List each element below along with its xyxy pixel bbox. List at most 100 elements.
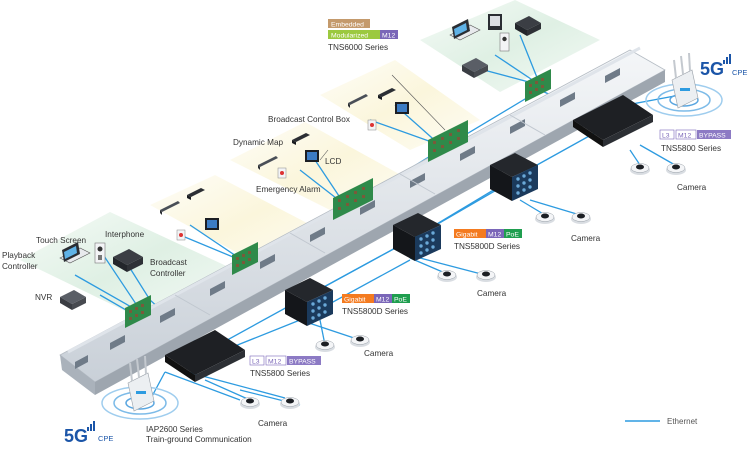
broadcast-controller-label-1: Broadcast	[150, 258, 188, 267]
dome-camera-icon	[535, 212, 555, 224]
cpe-text-left: CPE	[98, 434, 113, 443]
module-1	[125, 295, 151, 328]
dynamic-map-5	[348, 94, 368, 108]
emergency-alarm-label: Emergency Alarm	[256, 185, 321, 194]
switch-tns5800-right	[573, 95, 653, 147]
cab-nvr-right	[462, 58, 488, 78]
tag-m12-2: M12	[488, 232, 501, 239]
camera-label-4: Camera	[364, 349, 394, 358]
switch-tns5800d-1	[285, 278, 333, 326]
module-5	[525, 69, 551, 102]
5g-cpe-badge-right: 5G CPE	[700, 54, 747, 79]
interphone-label: Interphone	[105, 230, 145, 239]
camera-label-5: Camera	[258, 419, 288, 428]
lcd-2	[305, 150, 319, 162]
cab-zone-right	[420, 0, 600, 92]
tag-bypass-1: BYPASS	[699, 133, 726, 140]
camera-label-2: Camera	[571, 234, 601, 243]
dynamic-map-4	[292, 133, 310, 145]
tag-m12-1: M12	[382, 33, 395, 40]
camera-label-1: Camera	[677, 183, 707, 192]
tag-poe-bg-2	[392, 294, 410, 303]
alarm-3	[367, 119, 377, 131]
tag-m12-bg-3	[374, 294, 392, 303]
cab-interphone-right	[499, 32, 510, 52]
5g-cpe-badge-left: 5G CPE	[64, 421, 113, 446]
legend-ethernet-label: Ethernet	[667, 417, 698, 426]
cab-controller-right	[515, 16, 541, 36]
interphone-device	[94, 242, 106, 264]
playback-controller-label-1: Playback	[2, 251, 36, 260]
tag-l3-bg-1	[659, 129, 675, 140]
switch-tns5800-left	[165, 330, 245, 382]
dome-camera-icon	[315, 340, 335, 352]
module-4	[428, 120, 468, 162]
dome-camera-icon	[571, 212, 591, 224]
tns5800d-series-label-1: TNS5800D Series	[454, 242, 520, 251]
tag-m12-bg-1	[380, 30, 398, 39]
cpe-router-left	[101, 355, 179, 420]
leader-lines	[319, 74, 446, 161]
passenger-equipment	[160, 88, 409, 241]
tag-l3-2: L3	[252, 359, 260, 366]
tag-modularized-bg	[328, 30, 380, 39]
switches	[165, 95, 653, 382]
cab-equipment	[59, 14, 541, 310]
camera-label-3: Camera	[477, 289, 507, 298]
broadcast-box	[378, 88, 396, 100]
dome-camera-icon	[666, 163, 686, 175]
switch-tns5800d-3	[490, 153, 538, 201]
5g-text-right: 5G	[700, 59, 724, 79]
tag-embedded-bg	[328, 19, 370, 28]
dome-camera-icon	[280, 397, 300, 409]
tag-poe-1: PoE	[506, 232, 519, 239]
tag-gigabit-1: Gigabit	[456, 232, 478, 239]
tag-modularized: Modularized	[331, 33, 368, 40]
switch-tns5800d-2	[393, 213, 441, 261]
tag-bypass-bg-2	[287, 356, 321, 365]
tag-gigabit-2: Gigabit	[344, 297, 366, 304]
legend: Ethernet	[625, 417, 698, 426]
tag-m12-bg-4	[675, 129, 697, 140]
5g-text-left: 5G	[64, 426, 88, 446]
module-3	[333, 178, 373, 220]
dynamic-map-1	[160, 201, 180, 215]
tag-bypass-2: BYPASS	[289, 359, 316, 366]
tag-m12-5: M12	[268, 359, 281, 366]
embedded-modules	[125, 69, 551, 328]
tag-gigabit-bg-2	[342, 294, 374, 303]
cpe-router-right	[645, 52, 723, 117]
dome-camera-icon	[630, 163, 650, 175]
module-2	[232, 242, 258, 275]
lcd-1	[205, 218, 219, 230]
touch-screen-label: Touch Screen	[36, 236, 87, 245]
tag-poe-bg-1	[504, 229, 522, 238]
tag-embedded: Embedded	[331, 22, 364, 29]
cab-touchscreen-right	[449, 19, 481, 41]
tag-bypass-bg-1	[697, 130, 731, 139]
lcd-3	[395, 102, 409, 114]
touch-screen-device	[59, 242, 91, 264]
alarm-1	[176, 229, 186, 241]
dynamic-map-3	[258, 156, 278, 170]
alarm-2	[277, 167, 287, 179]
cameras	[240, 163, 686, 409]
tns5800d-series-label-2: TNS5800D Series	[342, 307, 408, 316]
tag-m12-3: M12	[376, 297, 389, 304]
cab-panel-right	[488, 14, 502, 30]
dynamic-map-label: Dynamic Map	[233, 138, 283, 147]
lcd-label: LCD	[325, 157, 341, 166]
tag-m12-4: M12	[678, 133, 691, 140]
dynamic-map-2	[187, 188, 205, 200]
tag-l3-bg-2	[249, 355, 265, 366]
dome-camera-icon	[240, 397, 260, 409]
dome-camera-icon	[437, 270, 457, 282]
broadcast-controller-device	[113, 249, 143, 272]
tns5800-series-label-left: TNS5800 Series	[250, 369, 310, 378]
tag-m12-bg-5	[265, 355, 287, 366]
tns6000-series-label: TNS6000 Series	[328, 43, 388, 52]
tag-l3-1: L3	[662, 133, 670, 140]
playback-controller-label-2: Controller	[2, 262, 38, 271]
tag-gigabit-bg-1	[454, 229, 486, 238]
